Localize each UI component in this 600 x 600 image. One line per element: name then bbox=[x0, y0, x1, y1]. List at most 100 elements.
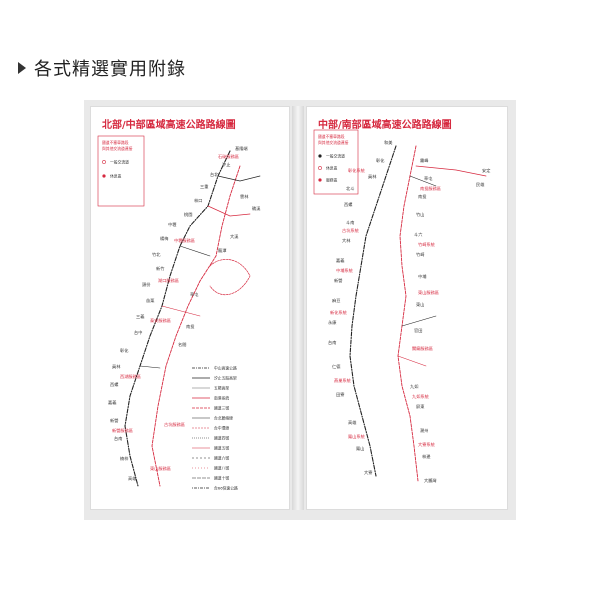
line-style-legend: 中山高速公路 汐止五股高架 五楊高架 南港系統 國道三號 台北聯絡線 台中環線 … bbox=[192, 366, 238, 491]
svg-text:嘉義: 嘉義 bbox=[336, 257, 345, 264]
service-area-icon bbox=[318, 178, 322, 182]
freeway-6-line bbox=[415, 165, 487, 177]
freeway-3-line bbox=[151, 165, 241, 487]
freeway-6-line bbox=[161, 305, 201, 317]
legend-title-2: 與其他交流道連接 bbox=[102, 146, 133, 151]
svg-text:員林: 員林 bbox=[368, 173, 377, 180]
freeway-8-line bbox=[139, 365, 161, 369]
service-area-labels: 石碇服務區 中壢服務區 湖口服務區 泰安服務區 西湖服務區 新營服務區 古坑服務… bbox=[112, 153, 239, 472]
svg-text:國道六號: 國道六號 bbox=[214, 456, 229, 461]
svg-text:永康: 永康 bbox=[328, 319, 337, 325]
svg-text:高雄: 高雄 bbox=[348, 419, 356, 426]
place-label: 台中 bbox=[134, 329, 142, 336]
svg-text:安定: 安定 bbox=[482, 167, 490, 174]
place-label: 礁溪 bbox=[252, 205, 261, 212]
highway-lines bbox=[124, 150, 261, 487]
svg-text:竹崎系統: 竹崎系統 bbox=[418, 241, 435, 248]
legend-item-interchange: 一般交流道 bbox=[110, 160, 129, 165]
interchange-icon bbox=[102, 160, 106, 164]
map-booklet: 北部/中部區域高速公路路線圖 國道不塞車路段 與其他交流道連接 一般交流道 休息… bbox=[84, 100, 516, 520]
svg-text:竹山: 竹山 bbox=[416, 211, 424, 218]
svg-text:五楊高架: 五楊高架 bbox=[214, 386, 229, 391]
svg-text:南港系統: 南港系統 bbox=[214, 396, 229, 401]
right-page-title: 中部/南部區域高速公路路線圖 bbox=[318, 120, 452, 131]
svg-text:官田: 官田 bbox=[414, 327, 422, 334]
place-label: 大溪 bbox=[230, 233, 239, 240]
svg-text:新營: 新營 bbox=[334, 277, 342, 284]
section-header: 各式精選實用附錄 bbox=[18, 56, 186, 80]
place-label: 雲林 bbox=[240, 193, 249, 200]
svg-text:斗南: 斗南 bbox=[346, 219, 354, 225]
svg-text:與其他交流道連接: 與其他交流道連接 bbox=[318, 140, 349, 145]
service-label: 中壢服務區 bbox=[174, 237, 195, 244]
svg-text:林邊: 林邊 bbox=[422, 453, 431, 460]
svg-text:鳳山系統: 鳳山系統 bbox=[348, 433, 365, 440]
svg-text:麻豆: 麻豆 bbox=[332, 297, 340, 304]
place-label: 汐止 bbox=[222, 161, 230, 168]
svg-text:和美: 和美 bbox=[384, 139, 392, 146]
triangle-bullet-icon bbox=[18, 62, 26, 74]
svg-text:中埔系統: 中埔系統 bbox=[336, 267, 353, 274]
place-label: 龍潭 bbox=[218, 247, 226, 254]
svg-text:大鵬灣: 大鵬灣 bbox=[424, 477, 437, 484]
svg-text:屏東: 屏東 bbox=[416, 403, 425, 410]
place-label: 三義 bbox=[136, 313, 145, 319]
place-label: 林口 bbox=[194, 197, 202, 204]
svg-text:台66快速公路: 台66快速公路 bbox=[214, 486, 238, 491]
left-page-title: 北部/中部區域高速公路路線圖 bbox=[102, 120, 236, 131]
legend-item-rest-area: 休息區 bbox=[110, 174, 122, 179]
central-south-highway-map: 國道不塞車路段 與其他交流道連接 一般交流道 休息區 服務區 和美 彰化 bbox=[313, 129, 490, 484]
freeway-8-line bbox=[401, 315, 437, 327]
freeway-4-line bbox=[179, 245, 211, 257]
place-label: 台北 bbox=[210, 171, 219, 178]
svg-text:中山高速公路: 中山高速公路 bbox=[214, 366, 237, 371]
place-label: 嘉義 bbox=[108, 399, 117, 406]
freeway-4-line bbox=[409, 175, 437, 187]
rest-area-icon bbox=[102, 174, 106, 178]
place-label: 台南 bbox=[114, 435, 122, 442]
place-label: 新營 bbox=[110, 417, 118, 424]
place-label: 新竹 bbox=[156, 265, 165, 272]
svg-text:西螺: 西螺 bbox=[344, 201, 352, 208]
highway-lines bbox=[349, 145, 487, 482]
legend-frame bbox=[97, 135, 145, 207]
svg-text:北斗: 北斗 bbox=[346, 185, 354, 192]
freeway-10-line bbox=[397, 355, 427, 367]
north-central-highway-map: 國道不塞車路段 與其他交流道連接 一般交流道 休息區 基隆端 bbox=[97, 135, 261, 491]
place-labels: 基隆端 汐止 台北 三重 林口 桃園 中壢 楊梅 竹北 新竹 頭份 苗栗 三義 … bbox=[108, 145, 261, 482]
svg-text:國道十號: 國道十號 bbox=[214, 476, 229, 481]
taipei-link-line bbox=[217, 175, 261, 182]
svg-text:竹崎: 竹崎 bbox=[416, 251, 425, 258]
place-label: 楊梅 bbox=[160, 235, 168, 242]
freeway-5-line bbox=[207, 205, 251, 217]
place-label: 員林 bbox=[112, 363, 121, 370]
svg-text:南投: 南投 bbox=[418, 193, 426, 200]
service-label: 泰安服務區 bbox=[150, 317, 171, 324]
svg-text:燕巢系統: 燕巢系統 bbox=[334, 377, 351, 384]
place-label: 苗栗 bbox=[146, 298, 154, 304]
service-label: 新營服務區 bbox=[112, 427, 133, 434]
svg-text:休息區: 休息區 bbox=[326, 166, 338, 171]
place-label: 名間 bbox=[178, 341, 186, 348]
taichung-ring-line bbox=[209, 259, 251, 296]
svg-text:台南: 台南 bbox=[328, 339, 336, 346]
svg-text:台北聯絡線: 台北聯絡線 bbox=[214, 416, 233, 421]
svg-text:彰化系統: 彰化系統 bbox=[348, 167, 365, 174]
svg-text:國道不塞車路段: 國道不塞車路段 bbox=[318, 134, 345, 139]
place-label: 頭份 bbox=[142, 281, 151, 288]
svg-text:汐止五股高架: 汐止五股高架 bbox=[214, 376, 237, 381]
svg-text:國道三號: 國道三號 bbox=[214, 406, 229, 411]
svg-text:古坑系統: 古坑系統 bbox=[342, 227, 359, 234]
rest-area-icon bbox=[318, 166, 322, 170]
svg-text:國道五號: 國道五號 bbox=[214, 446, 229, 451]
svg-text:潮州: 潮州 bbox=[420, 427, 428, 434]
svg-text:東山: 東山 bbox=[416, 301, 424, 308]
svg-text:鳳山: 鳳山 bbox=[356, 445, 364, 452]
svg-text:霧峰: 霧峰 bbox=[420, 157, 429, 164]
section-title: 各式精選實用附錄 bbox=[34, 59, 186, 80]
service-label: 西湖服務區 bbox=[120, 373, 141, 380]
service-area-labels: 彰化系統 南投服務區 古坑系統 竹崎系統 中埔系統 東山服務區 新化系統 關廟服… bbox=[330, 167, 441, 448]
svg-text:南投服務區: 南投服務區 bbox=[420, 185, 441, 192]
svg-text:大寮: 大寮 bbox=[364, 469, 373, 476]
svg-text:新化系統: 新化系統 bbox=[330, 309, 347, 316]
